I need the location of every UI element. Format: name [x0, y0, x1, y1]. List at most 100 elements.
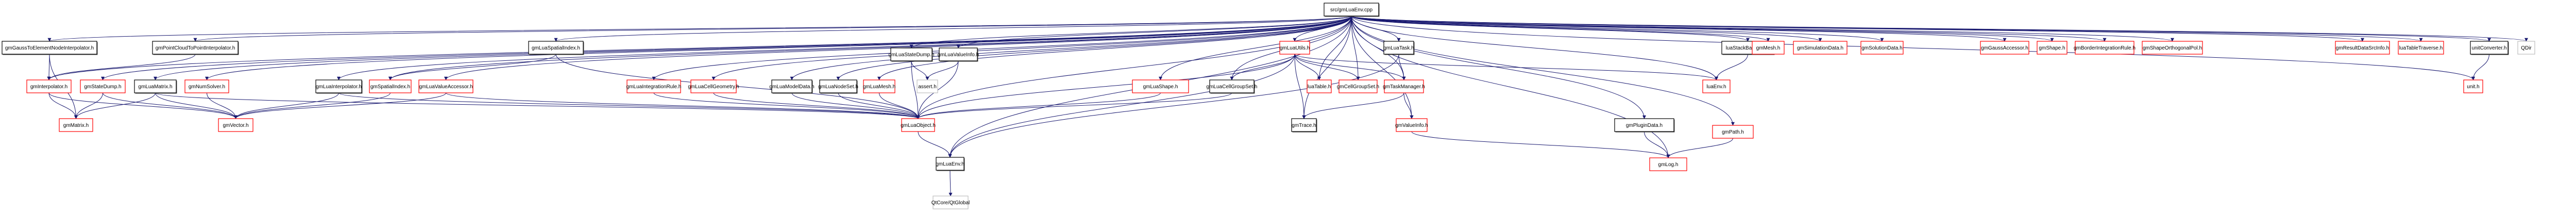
node-gmLuaEnv[interactable]: gmLuaEnv.h: [936, 157, 965, 171]
node-gmMesh[interactable]: gmMesh.h: [1752, 41, 1785, 55]
edge-gmInterpolator-to-gmMatrix: [48, 92, 78, 119]
node-label: gmLuaValueAccessor.h: [419, 84, 472, 90]
node-gmShapeOrthogonalPol[interactable]: gmShapeOrthogonalPol.h: [2142, 41, 2203, 55]
node-label: gmLuaInterpolator.h: [316, 84, 362, 90]
node-gmLuaSpatialIndex[interactable]: gmLuaSpatialIndex.h: [528, 41, 584, 55]
node-gmLog[interactable]: gmLog.h: [1649, 157, 1687, 171]
edge-gmLuaUtils-to-luaTable: [1294, 54, 1321, 80]
node-gmLuaIntegrationRule[interactable]: gmLuaIntegrationRule.h: [626, 79, 682, 93]
node-gmLuaInterpolator[interactable]: gmLuaInterpolator.h: [315, 79, 363, 94]
node-gmNumSolver[interactable]: gmNumSolver.h: [184, 79, 229, 93]
node-label: gmLuaUtils.h: [1280, 45, 1310, 51]
node-label: gmInterpolator.h: [30, 84, 67, 90]
node-box: [59, 118, 93, 132]
node-gmPointCloudToPointInterpolator[interactable]: gmPointCloudToPointInterpolator.h: [152, 41, 239, 55]
edge-gmLuaCellGroupSet-to-gmLuaObject: [916, 92, 1232, 119]
node-gmLuaModelData[interactable]: gmLuaModelData.h: [769, 79, 815, 94]
node-gmSolutionData[interactable]: gmSolutionData.h: [1860, 41, 1904, 55]
node-gmValueInfo[interactable]: gmValueInfo.h: [1395, 118, 1428, 132]
edge-gmLuaCellGeometry-to-gmLuaObject: [713, 92, 920, 119]
edge-gmLuaMatrix-to-gmMatrix: [74, 92, 156, 119]
edge-luaStackBalancer-to-luaEnv: [1715, 54, 1748, 80]
node-gmPluginData[interactable]: gmPluginData.h: [1614, 118, 1675, 133]
node-gmGaussToElementNodeInterpolator[interactable]: gmGaussToElementNodeInterpolator.h: [2, 41, 98, 55]
edge-gmLuaUtils-to-luaEnv: [1294, 54, 1718, 80]
node-label: gmSimulationData.h: [1797, 45, 1843, 51]
edge-gmTaskManager-to-gmTrace: [1302, 92, 1404, 119]
node-box: [936, 157, 964, 171]
edge-gmValueInfo-to-gmLog: [1411, 131, 1670, 158]
node-gmLuaObject[interactable]: gmLuaObject.h: [901, 118, 936, 132]
edge-root-to-unit: [1351, 15, 2475, 80]
edge-gmLuaMatrix-to-gmVector: [155, 92, 238, 119]
node-gmStateDump[interactable]: gmStateDump.h: [80, 79, 126, 93]
node-gmTrace[interactable]: gmTrace.h: [1291, 118, 1317, 133]
edge-gmLuaShape-to-gmLuaObject: [916, 92, 1161, 119]
node-label: QtCore/QtGlobal: [931, 200, 970, 206]
edge-gmLuaSpatialIndex-to-gmSpatialIndex: [388, 54, 556, 80]
node-gmLuaCellGeometry[interactable]: gmLuaCellGeometry.h: [688, 79, 739, 93]
node-gmShape[interactable]: gmShape.h: [2037, 41, 2067, 55]
node-gmLuaMesh[interactable]: gmLuaMesh.h: [863, 79, 895, 93]
node-unit[interactable]: unit.h: [2463, 79, 2483, 93]
node-gmLuaTask[interactable]: gmLuaTask.h: [1383, 41, 1415, 55]
node-label: gmTaskManager.h: [1383, 84, 1425, 90]
edge-root-to-gmLuaCellGeometry: [711, 15, 1352, 80]
node-box: [1980, 41, 2029, 55]
node-gmBorderIntegrationRule[interactable]: gmBorderIntegrationRule.h: [2074, 41, 2136, 55]
node-gmMatrix[interactable]: gmMatrix.h: [59, 118, 93, 132]
node-assert: assert.h: [917, 79, 938, 93]
node-gmLuaValueInfo[interactable]: gmLuaValueInfo.h: [938, 47, 979, 62]
node-box: [80, 79, 126, 93]
node-gmLuaCellGroupSet[interactable]: gmLuaCellGroupSet.h: [1207, 79, 1258, 94]
edge-gmLuaStateDump-to-assert: [911, 60, 929, 80]
node-box: [1324, 3, 1379, 17]
node-gmGaussAccessor[interactable]: gmGaussAccessor.h: [1980, 41, 2029, 55]
node-box: [863, 79, 895, 93]
edge-root-to-gmLuaModelData: [790, 15, 1352, 80]
node-gmTaskManager[interactable]: gmTaskManager.h: [1383, 79, 1425, 93]
node-gmPath[interactable]: gmPath.h: [1712, 125, 1754, 139]
node-gmLuaUtils[interactable]: gmLuaUtils.h: [1279, 41, 1310, 55]
node-box: [2398, 41, 2444, 55]
edge-gmInterpolator-to-gmVector: [48, 92, 238, 119]
node-luaEnv[interactable]: luaEnv.h: [1702, 79, 1731, 93]
node-gmLuaStateDump[interactable]: gmLuaStateDump.h: [889, 47, 935, 62]
edge-gmLuaIntegrationRule-to-gmLuaObject: [653, 92, 920, 119]
edge-gmLuaValueAccessor-to-gmLuaObject: [446, 92, 920, 119]
edge-gmLuaUtils-to-gmTaskManager: [1294, 54, 1406, 80]
edge-root-to-gmLuaSpatialIndex: [554, 15, 1352, 42]
edge-root-to-gmSpatialIndex: [388, 15, 1352, 80]
edge-gmLuaTask-to-gmLuaEnv: [948, 54, 1399, 158]
node-gmInterpolator[interactable]: gmInterpolator.h: [26, 79, 72, 93]
node-gmVector[interactable]: gmVector.h: [218, 118, 253, 132]
node-gmSimulationData[interactable]: gmSimulationData.h: [1793, 41, 1848, 55]
edge-root-to-gmLuaMatrix: [154, 15, 1352, 80]
node-box: [1649, 157, 1687, 171]
edge-gmSpatialIndex-to-gmVector: [234, 92, 391, 119]
node-gmSpatialIndex[interactable]: gmSpatialIndex.h: [369, 79, 412, 93]
edge-root-to-QDir: [1351, 15, 2528, 42]
node-box: [933, 195, 969, 209]
node-label: gmCellGroupSet.h: [1337, 84, 1379, 90]
node-root[interactable]: src/gmLuaEnv.cpp: [1324, 3, 1380, 17]
node-gmLuaMatrix[interactable]: gmLuaMatrix.h: [134, 79, 177, 94]
node-luaTableTraverse[interactable]: luaTableTraverse.h: [2398, 41, 2444, 55]
node-box: [2142, 41, 2203, 55]
node-gmLuaNodeSet[interactable]: gmLuaNodeSet.h: [818, 79, 858, 94]
node-box: [1209, 79, 1255, 93]
node-box: [1702, 79, 1731, 93]
node-gmLuaValueAccessor[interactable]: gmLuaValueAccessor.h: [418, 79, 473, 93]
edge-gmLuaUtils-to-gmLuaCellGroupSet: [1230, 54, 1295, 80]
edge-gmLuaValueAccessor-to-gmVector: [234, 92, 446, 119]
node-gmLuaShape[interactable]: gmLuaShape.h: [1132, 79, 1189, 93]
node-gmCellGroupSet[interactable]: gmCellGroupSet.h: [1337, 79, 1379, 93]
node-luaTable[interactable]: luaTable.h: [1307, 79, 1332, 93]
edge-gmLuaNodeSet-to-gmLuaObject: [838, 92, 920, 119]
edge-root-to-gmSolutionData: [1351, 15, 1884, 42]
node-box: [315, 79, 362, 93]
edge-gmLuaEnv-to-QtGlobal: [948, 170, 953, 197]
edge-gmLuaSpatialIndex-to-gmLuaObject: [555, 54, 920, 119]
node-gmResultDataSrcInfo[interactable]: gmResultDataSrcInfo.h: [2335, 41, 2390, 55]
node-unitConverter[interactable]: unitConverter.h: [2470, 41, 2509, 55]
